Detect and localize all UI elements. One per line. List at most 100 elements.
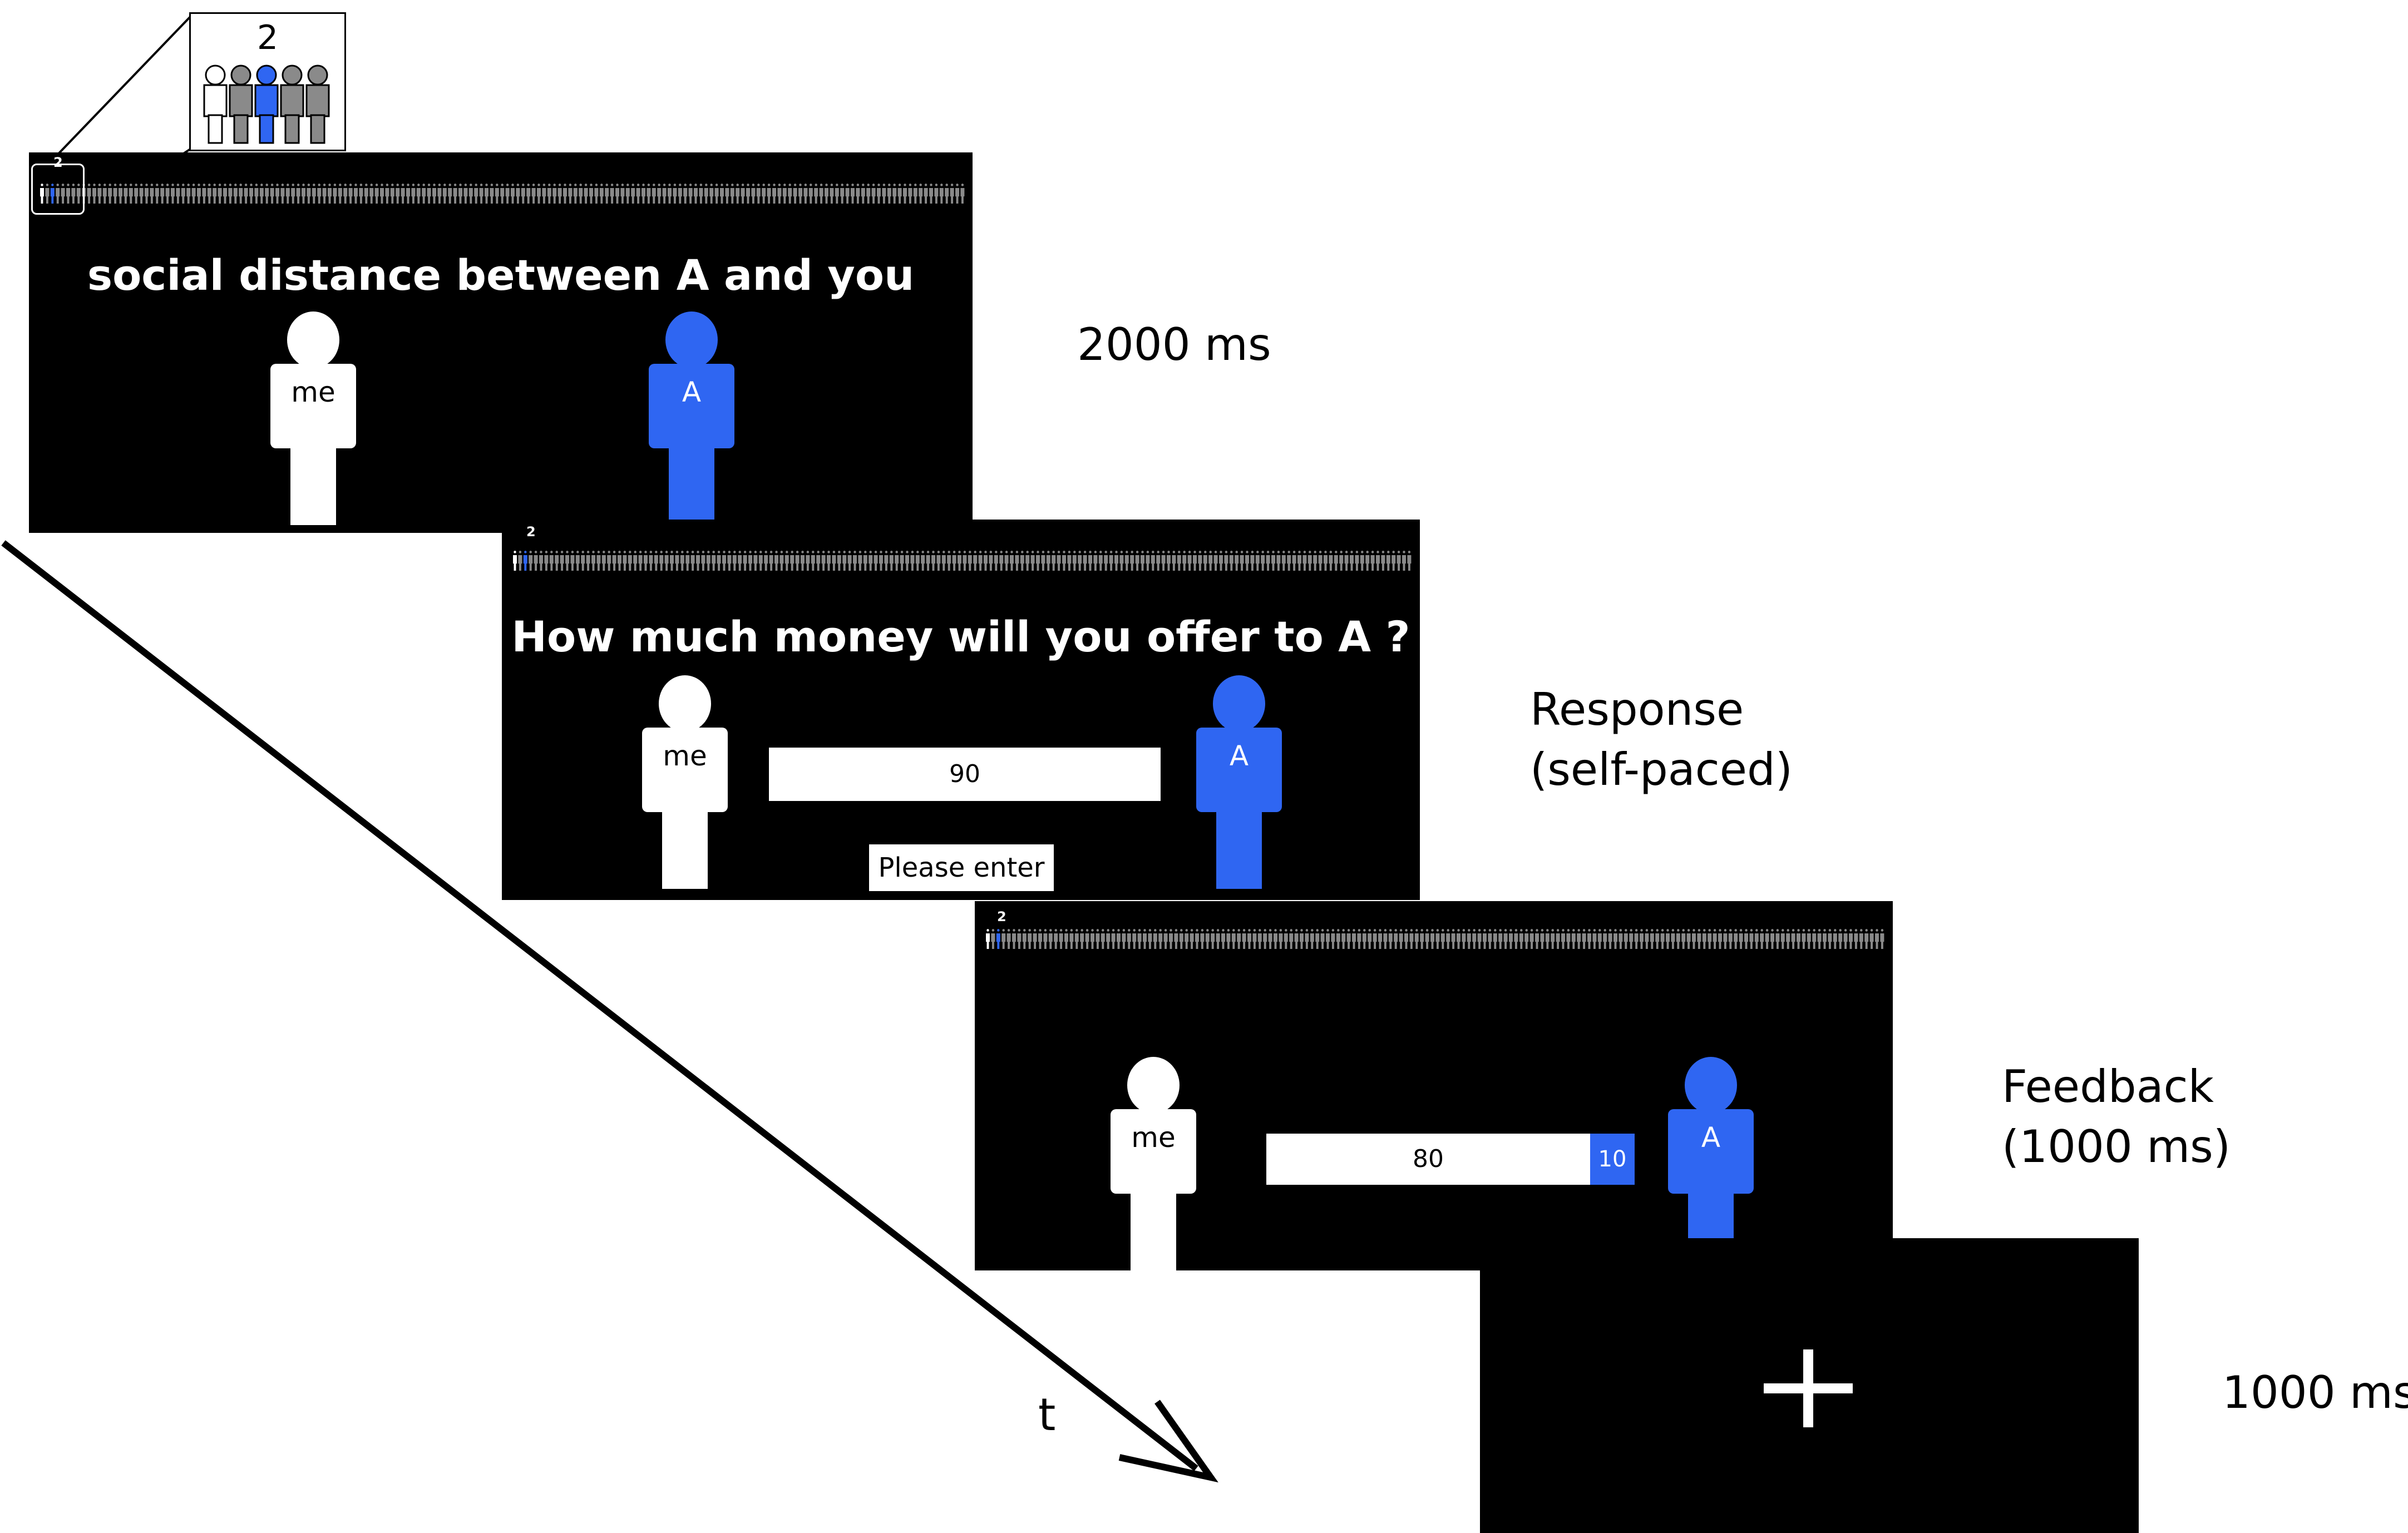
scale-figure-icon xyxy=(296,184,300,204)
scale-figure-icon xyxy=(422,184,426,204)
scale-figure-icon xyxy=(186,184,191,204)
scale-figure-icon xyxy=(129,184,133,204)
scale-figure-icon xyxy=(364,184,368,204)
scale-figure-icon xyxy=(374,184,379,204)
scale-figure-icon xyxy=(1046,551,1050,571)
scale-figure-icon xyxy=(1242,929,1246,949)
scale-figure-icon xyxy=(119,184,122,204)
scale-figure-icon xyxy=(442,184,447,204)
scale-figure-icon xyxy=(869,551,873,571)
scale-figure-icon xyxy=(1219,551,1223,571)
scale-figure-icon xyxy=(861,184,865,204)
scale-figure-icon xyxy=(845,184,850,204)
scale-figure-icon xyxy=(903,184,907,204)
scale-figure-icon xyxy=(1655,929,1660,949)
scale-figure-icon xyxy=(1435,929,1440,949)
scale-figure-icon xyxy=(500,184,505,204)
scale-figure-icon xyxy=(302,184,305,204)
time-arrow-head xyxy=(1118,1400,1218,1483)
scale-figure-icon xyxy=(526,184,531,204)
scale-figure-icon xyxy=(950,184,954,204)
scale-figure-icon xyxy=(1812,929,1817,949)
scale-figure-icon xyxy=(1250,551,1255,571)
scale-figure-icon xyxy=(1587,929,1591,949)
scale-figure-icon xyxy=(1059,929,1063,949)
scale-figure-icon xyxy=(753,551,758,571)
scale-figure-icon xyxy=(1261,551,1265,571)
scale-figure-icon xyxy=(1185,929,1189,949)
scale-figure-icon xyxy=(620,184,625,204)
scale-figure-icon xyxy=(1383,929,1388,949)
scale-figure-icon xyxy=(725,184,729,204)
scale-figure-icon xyxy=(1388,929,1393,949)
scale-figure-icon xyxy=(1313,551,1318,571)
scale-figure-icon xyxy=(830,184,834,204)
scale-figure-icon xyxy=(411,184,416,204)
scale-figure-icon xyxy=(642,184,645,204)
scale-figure-icon xyxy=(390,184,394,204)
scale-figure-icon xyxy=(1329,551,1333,571)
scale-figure-icon xyxy=(1156,551,1161,571)
scale-figure-icon xyxy=(1195,929,1199,949)
scale-figure-icon xyxy=(1208,551,1213,571)
fixation-timing-label: 1000 ms xyxy=(2222,1367,2408,1418)
scale-figure-icon xyxy=(134,184,139,204)
scale-figure-icon xyxy=(1702,929,1706,949)
scale-figure-icon xyxy=(563,184,567,204)
scale-figure-icon xyxy=(385,184,389,204)
scale-figure-icon xyxy=(1566,929,1571,949)
inset-scale-figures xyxy=(203,65,330,144)
scale-figure-icon xyxy=(291,184,295,204)
scale-figure-icon xyxy=(1098,551,1103,571)
scale-figure-icon xyxy=(858,551,862,571)
offer-input-field[interactable]: 90 xyxy=(769,748,1161,801)
scale-figure-icon xyxy=(1368,929,1372,949)
scale-figure-icon xyxy=(905,551,909,571)
scale-figure-icon xyxy=(623,551,627,571)
scale-figure-icon xyxy=(884,551,889,571)
scale-figure-icon xyxy=(1629,929,1634,949)
scale-figure-icon xyxy=(1875,929,1879,949)
scale-figure-icon xyxy=(712,551,716,571)
scale-figure-icon xyxy=(811,551,815,571)
scale-figure-icon xyxy=(1402,551,1406,571)
scale-figure-icon xyxy=(636,184,640,204)
scale-figure-icon xyxy=(537,184,541,204)
scale-figure-icon xyxy=(1161,551,1166,571)
scale-figure-icon xyxy=(1130,551,1134,571)
scale-figure-icon xyxy=(1117,929,1121,949)
scale-figure-icon xyxy=(1074,929,1079,949)
scale-figure-icon xyxy=(113,184,117,204)
distance-screen: 2 social distance between A and you me A xyxy=(29,152,973,533)
scale-figure-icon xyxy=(479,184,483,204)
scale-figure-icon xyxy=(1864,929,1869,949)
scale-figure-icon xyxy=(856,184,860,204)
scale-figure-icon xyxy=(1093,551,1098,571)
scale-figure-icon xyxy=(887,184,891,204)
scale-figure-icon xyxy=(628,551,632,571)
please-enter-button[interactable]: Please enter xyxy=(869,844,1054,891)
scale-figure-icon xyxy=(76,184,81,204)
scale-figure-icon xyxy=(1151,551,1155,571)
scale-figure-icon xyxy=(931,551,935,571)
scale-figure-icon xyxy=(952,551,956,571)
distance-scale-number: 2 xyxy=(53,155,63,170)
scale-figure-icon xyxy=(150,184,154,204)
scale-figure-icon xyxy=(416,184,421,204)
partner-figure-label: A xyxy=(1229,740,1249,772)
scale-figure-icon xyxy=(696,551,700,571)
scale-figure-icon xyxy=(631,184,635,204)
scale-figure-icon xyxy=(784,551,789,571)
scale-figure-icon xyxy=(1676,929,1680,949)
scale-figure-icon xyxy=(1221,929,1225,949)
scale-figure-icon xyxy=(586,551,590,571)
scale-figure-icon xyxy=(947,551,951,571)
scale-figure-icon xyxy=(866,184,871,204)
scale-figure-icon xyxy=(1551,929,1555,949)
scale-figure-icon xyxy=(1341,929,1346,949)
scale-figure-icon xyxy=(406,184,410,204)
scale-figure-icon xyxy=(1167,551,1171,571)
scale-zoom-inset: 2 xyxy=(189,12,346,151)
scale-figure-icon xyxy=(1493,929,1497,949)
scale-figure-icon xyxy=(871,184,876,204)
